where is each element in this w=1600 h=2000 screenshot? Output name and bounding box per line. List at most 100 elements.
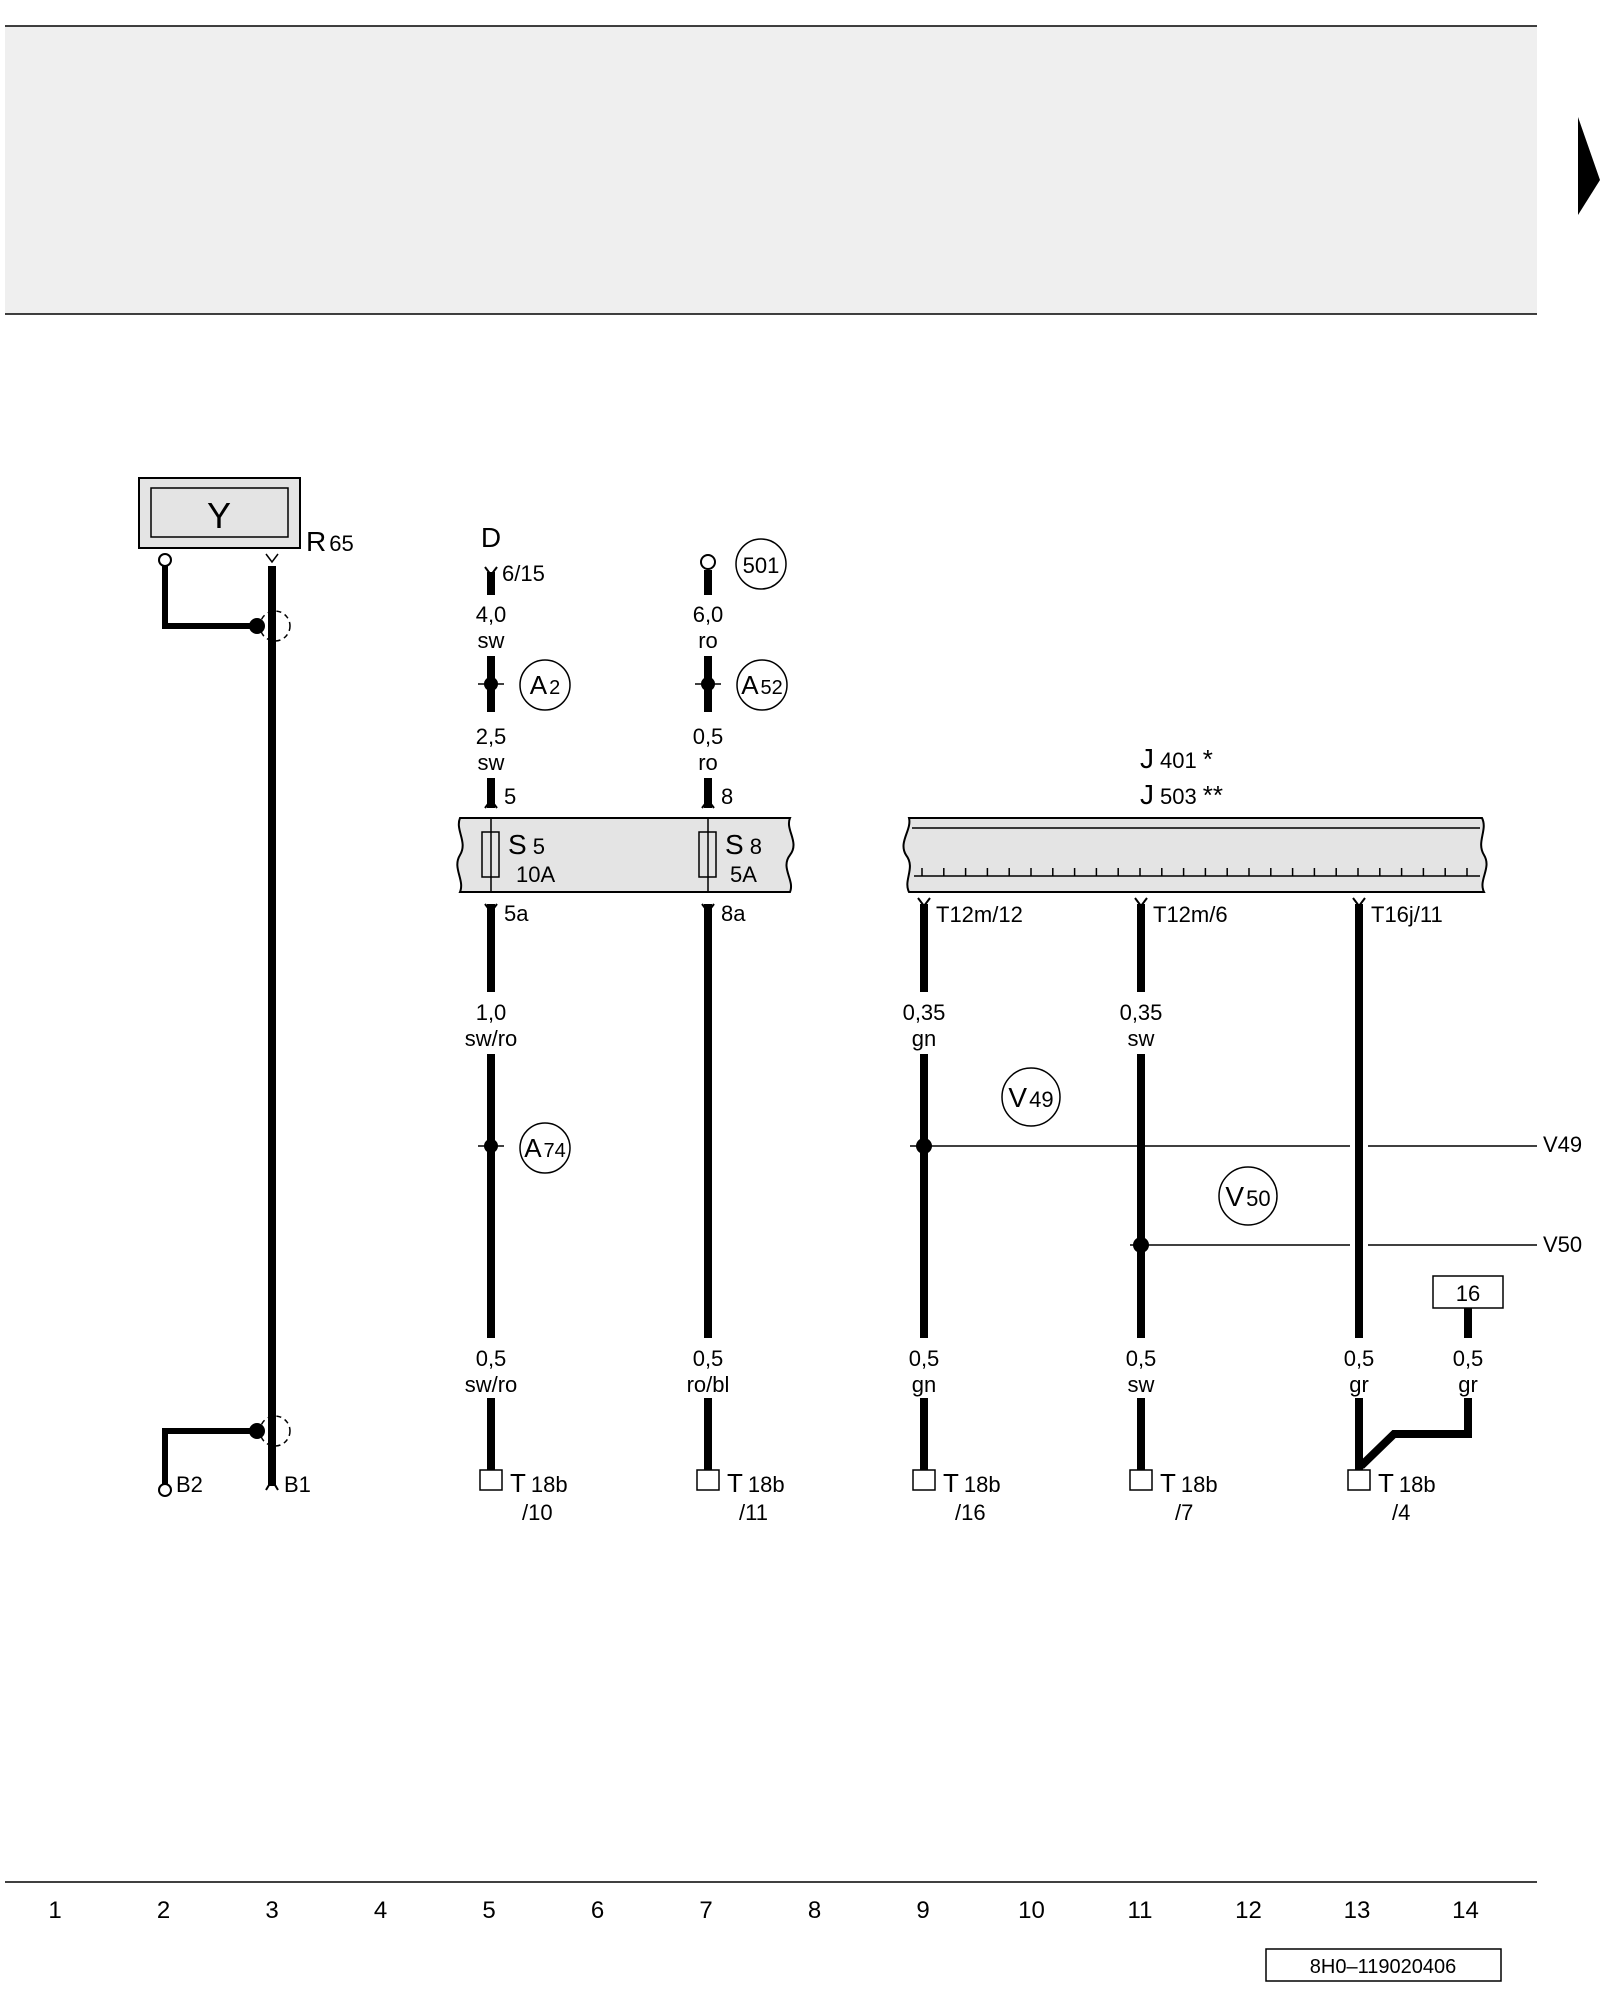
col7-terminal-pin: /11 bbox=[739, 1500, 768, 1525]
r65-splice-top-ring-icon bbox=[259, 610, 291, 642]
r65-b2-bottom-wire bbox=[162, 1428, 257, 1484]
track-number: 13 bbox=[1344, 1897, 1371, 1924]
fuse-strip bbox=[456, 817, 795, 893]
col5-fuse-rating: 10A bbox=[516, 862, 555, 887]
col5-fuse-in-pin: 5 bbox=[504, 784, 516, 809]
r65-symbol: Y bbox=[207, 495, 231, 536]
col5-w4-color: sw/ro bbox=[465, 1372, 518, 1397]
r65-b2-top-wire bbox=[162, 566, 257, 629]
col7-w1-color: ro bbox=[698, 628, 718, 653]
col5-w1-size: 4,0 bbox=[476, 602, 507, 627]
col9-w2-color: gn bbox=[912, 1372, 936, 1397]
b1-label: B1 bbox=[284, 1472, 311, 1497]
col5-top-label: D bbox=[481, 522, 501, 553]
v50-label: V50 bbox=[1225, 1181, 1270, 1212]
control-module-pin-ticks bbox=[921, 868, 1468, 876]
col5-fuse-in-arrow-icon bbox=[484, 798, 498, 809]
col14-w-size: 0,5 bbox=[1453, 1346, 1484, 1371]
col5-a74-splice-icon bbox=[484, 1139, 498, 1153]
track-number: 9 bbox=[916, 1897, 929, 1924]
v49-ring-icon bbox=[1001, 1067, 1061, 1127]
doc-code-box bbox=[1265, 1948, 1502, 1982]
col7-terminal-icon bbox=[696, 1469, 720, 1491]
col5-w1-color: sw bbox=[478, 628, 505, 653]
col5-w3-color: sw/ro bbox=[465, 1026, 518, 1051]
col7-ref-ring-icon bbox=[735, 538, 787, 590]
col5-w2-size: 2,5 bbox=[476, 724, 507, 749]
col9-w2-size: 0,5 bbox=[909, 1346, 940, 1371]
col11-terminal-pin: /7 bbox=[1175, 1500, 1193, 1525]
track-number: 7 bbox=[699, 1897, 712, 1924]
col7-w2-size: 0,5 bbox=[693, 724, 724, 749]
col14-ref: 16 bbox=[1456, 1281, 1480, 1306]
v49-label: V49 bbox=[1008, 1082, 1053, 1113]
col7-w1-size: 6,0 bbox=[693, 602, 724, 627]
track-number: 8 bbox=[808, 1897, 821, 1924]
b1-pin-arrow-icon bbox=[265, 1478, 279, 1491]
v49-edge-label[interactable]: V49 bbox=[1543, 1132, 1582, 1157]
v50-ring-icon bbox=[1218, 1166, 1278, 1226]
col7-w3-size: 0,5 bbox=[693, 1346, 724, 1371]
col11-w1-size: 0,35 bbox=[1120, 1000, 1163, 1025]
col7-w2-color: ro bbox=[698, 750, 718, 775]
col5-a2-splice-icon bbox=[484, 677, 498, 691]
track-number: 14 bbox=[1452, 1897, 1479, 1924]
col5-fuse-out-pin: 5a bbox=[504, 901, 529, 926]
col11-w2-size: 0,5 bbox=[1126, 1346, 1157, 1371]
col7-w3-color: ro/bl bbox=[687, 1372, 730, 1397]
col9-w1-color: gn bbox=[912, 1026, 936, 1051]
col7-a52-splice-icon bbox=[701, 677, 715, 691]
col5-a74-ring-icon bbox=[519, 1122, 571, 1174]
col7-fuse-rating: 5A bbox=[730, 862, 757, 887]
col5-a2-ring-icon bbox=[519, 659, 571, 711]
track-number: 4 bbox=[374, 1897, 387, 1924]
r65-b1-pin-arrow-icon bbox=[265, 553, 279, 564]
col7-a52-ring-icon bbox=[736, 659, 788, 711]
col9-pin: T12m/12 bbox=[936, 902, 1023, 927]
track-number: 10 bbox=[1018, 1897, 1045, 1924]
col11-pin: T12m/6 bbox=[1153, 902, 1228, 927]
col13-w2-size: 0,5 bbox=[1344, 1346, 1375, 1371]
control-module-housing bbox=[902, 817, 1488, 893]
col7-ref: 501 bbox=[743, 553, 780, 578]
col7-fuse-in-arrow-icon bbox=[701, 798, 715, 809]
header-panel bbox=[5, 26, 1537, 314]
col14-wire-to-terminal bbox=[1358, 1398, 1472, 1469]
col5-terminal-icon bbox=[479, 1469, 503, 1491]
col13-terminal-pin: /4 bbox=[1392, 1500, 1410, 1525]
col13-pin: T16j/11 bbox=[1371, 902, 1443, 927]
col7-top-connector-icon bbox=[700, 554, 716, 570]
col11-w2-color: sw bbox=[1128, 1372, 1155, 1397]
next-page-arrow-icon[interactable] bbox=[1578, 117, 1600, 215]
track-number: 2 bbox=[157, 1897, 170, 1924]
track-number: 5 bbox=[482, 1897, 495, 1924]
r65-splice-bottom-ring-icon bbox=[259, 1415, 291, 1447]
track-number: 11 bbox=[1128, 1897, 1153, 1924]
r65-b2-top-connector-icon bbox=[158, 553, 172, 567]
col7-fuse-in-pin: 8 bbox=[721, 784, 733, 809]
col7-fuse-out-pin: 8a bbox=[721, 901, 746, 926]
b2-connector-icon bbox=[158, 1483, 172, 1497]
v50-splice-icon bbox=[1133, 1237, 1149, 1253]
col9-terminal-pin: /16 bbox=[955, 1500, 986, 1525]
v49-splice-icon bbox=[916, 1138, 932, 1154]
track-number: 12 bbox=[1235, 1897, 1262, 1924]
col14-ref-box[interactable] bbox=[1432, 1275, 1504, 1309]
col5-terminal-pin: /10 bbox=[522, 1500, 553, 1525]
col9-w1-size: 0,35 bbox=[903, 1000, 946, 1025]
v50-edge-label[interactable]: V50 bbox=[1543, 1232, 1582, 1257]
col5-w2-color: sw bbox=[478, 750, 505, 775]
col5-top-pin: 6/15 bbox=[502, 561, 545, 586]
